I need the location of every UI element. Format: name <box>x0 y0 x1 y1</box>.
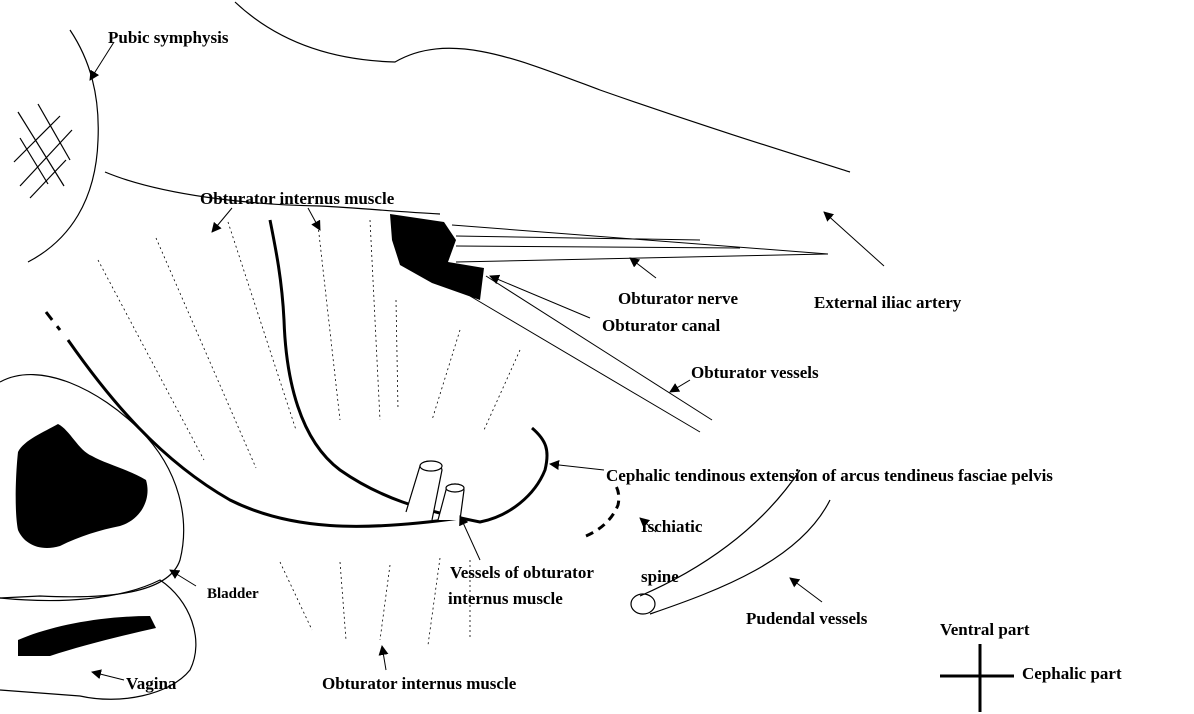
label-cephalic-part: Cephalic part <box>1022 664 1122 684</box>
vagina-shape <box>18 616 156 656</box>
label-obturator-nerve: Obturator nerve <box>618 289 738 309</box>
label-vagina: Vagina <box>126 674 176 694</box>
label-obturator-internus-top: Obturator internus muscle <box>200 189 394 209</box>
label-ischiatic-line2: spine <box>641 567 679 587</box>
label-vessels-obturator-line1: Vessels of obturator <box>450 563 594 583</box>
pubic-crosshatch <box>14 104 72 198</box>
label-pudendal-vessels: Pudendal vessels <box>746 609 867 629</box>
label-vessels-obturator-line2: internus muscle <box>448 589 563 609</box>
label-pubic-symphysis: Pubic symphysis <box>108 28 228 48</box>
label-cephalic-tendinous: Cephalic tendinous extension of arcus te… <box>606 466 1053 486</box>
obturator-nerve-lines <box>452 225 828 262</box>
label-obturator-internus-bottom: Obturator internus muscle <box>322 674 516 694</box>
label-bladder: Bladder <box>207 584 259 604</box>
orientation-cross <box>940 644 1014 712</box>
label-obturator-vessels: Obturator vessels <box>691 363 819 383</box>
label-ischiatic-line1: Ischiatic <box>641 517 702 537</box>
obturator-canal-shape <box>390 214 484 300</box>
pudendal-vessels-tube <box>631 470 830 614</box>
label-external-iliac-artery: External iliac artery <box>814 293 961 313</box>
label-obturator-canal: Obturator canal <box>602 316 720 336</box>
label-ventral-part: Ventral part <box>940 620 1030 640</box>
bladder-shape <box>16 424 148 548</box>
